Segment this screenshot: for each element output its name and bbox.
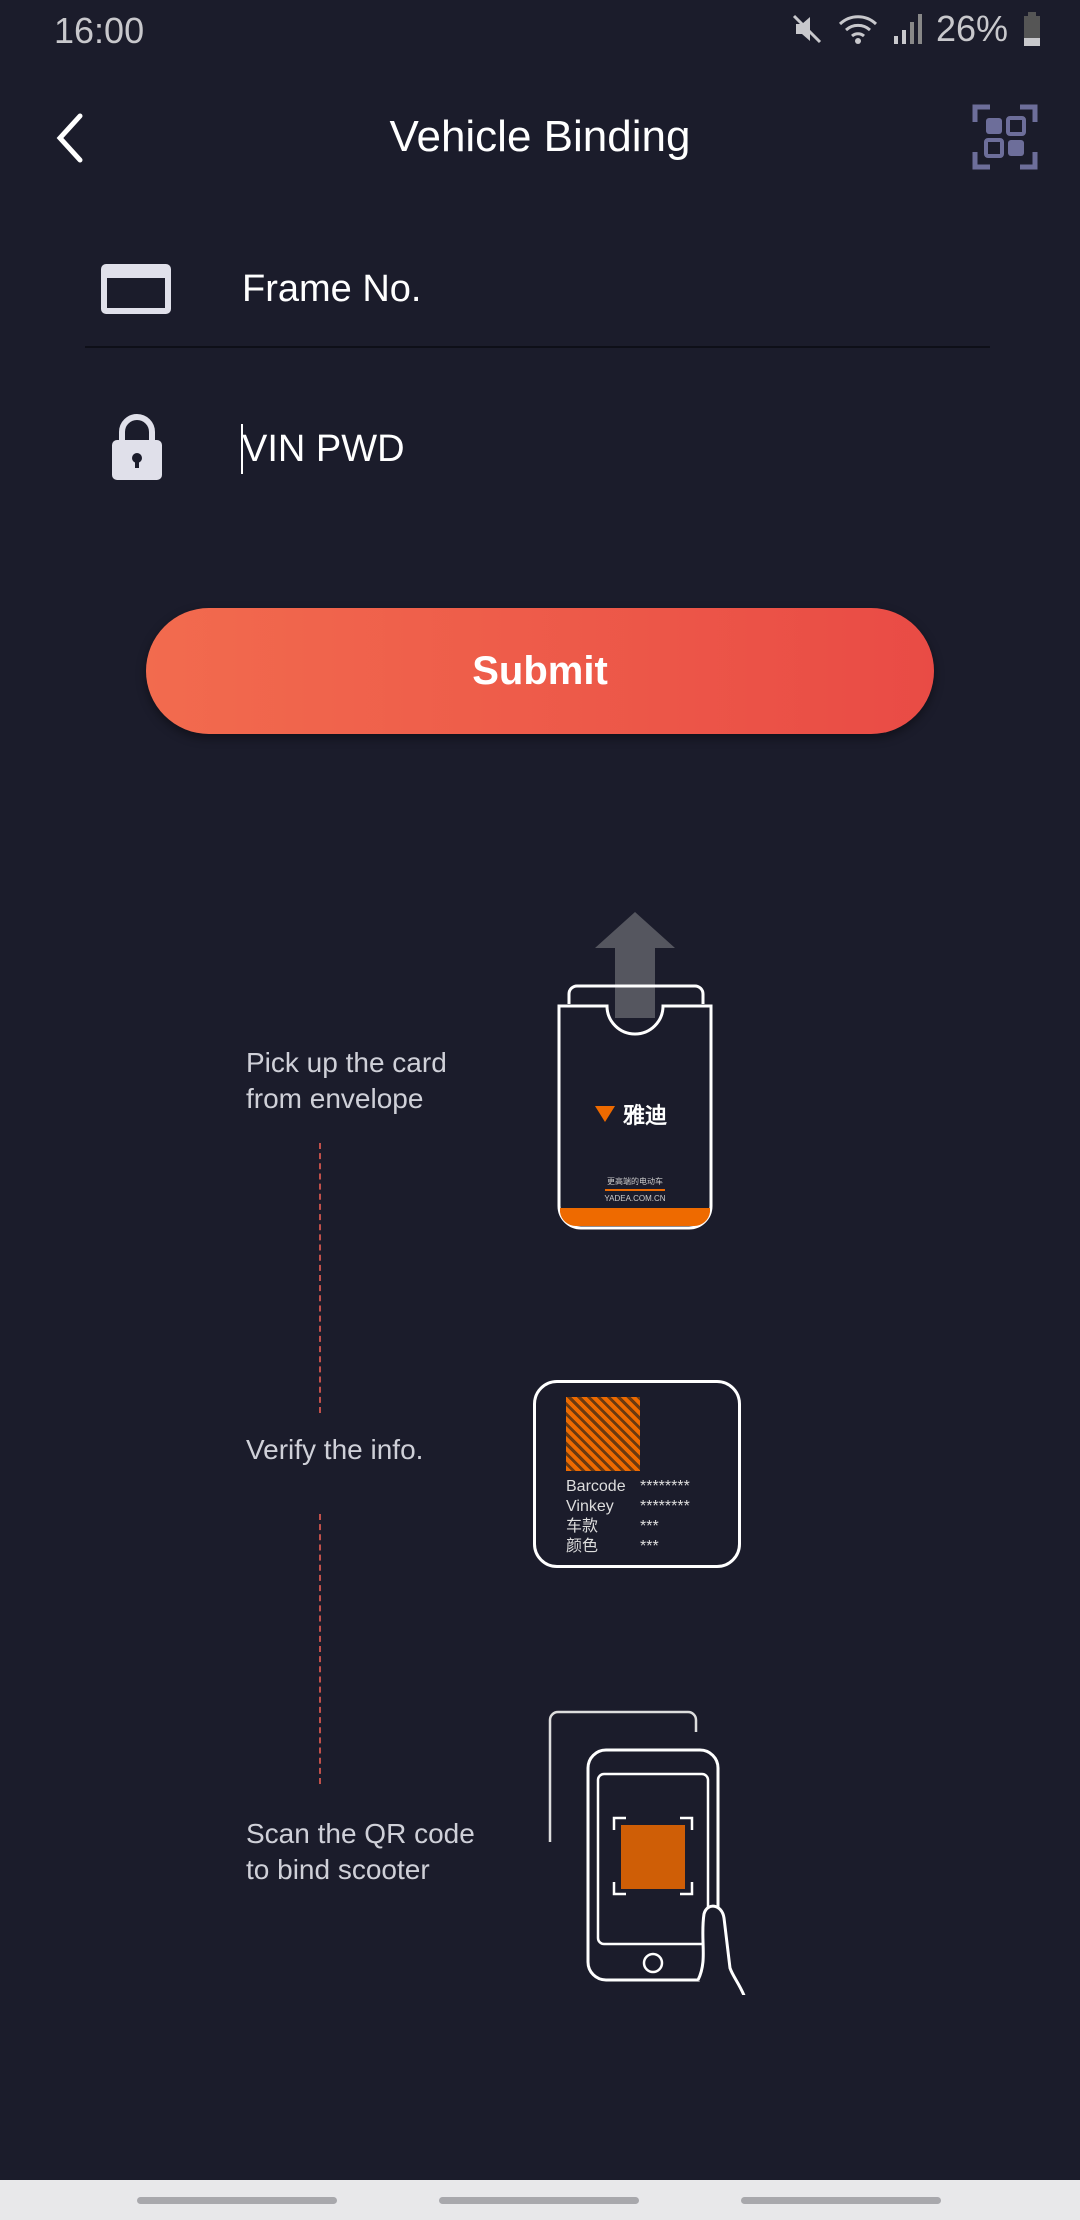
step-text-line: from envelope	[246, 1083, 424, 1114]
dashed-connector	[319, 1514, 321, 1784]
nav-home-button[interactable]	[439, 2197, 639, 2204]
card-icon	[101, 264, 171, 314]
lock-icon	[112, 414, 162, 480]
step-3-text: Scan the QR code to bind scooter	[246, 1816, 475, 1888]
field-key: Vinkey	[566, 1498, 614, 1515]
text-cursor	[241, 424, 243, 474]
field-value: ***	[640, 1538, 659, 1555]
wifi-icon	[838, 15, 878, 44]
qr-code-image	[566, 1397, 640, 1471]
slogan: 更高端的电动车	[607, 1177, 663, 1186]
battery-percent: 26%	[936, 8, 1009, 49]
page-title: Vehicle Binding	[389, 112, 691, 161]
submit-button[interactable]: Submit	[146, 608, 934, 734]
vin-password-input[interactable]: VIN PWD	[242, 428, 405, 470]
status-time: 16:00	[54, 10, 145, 51]
field-key: 车款	[566, 1518, 599, 1535]
divider	[85, 346, 990, 348]
step-2-text: Verify the info.	[246, 1434, 424, 1465]
step-text-line: to bind scooter	[246, 1854, 430, 1885]
back-button[interactable]	[52, 112, 88, 164]
scan-qr-button[interactable]	[972, 104, 1038, 170]
envelope-illustration: 雅迪 更高端的电动车 YADEA.COM.CN	[555, 908, 720, 1238]
info-card-illustration: Barcode ******** Vinkey ******** 车款 *** 颜色 *…	[533, 1380, 741, 1568]
phone-scan-illustration	[548, 1710, 746, 1995]
field-value: ***	[640, 1518, 659, 1535]
nav-back-button[interactable]	[741, 2197, 941, 2204]
card-fields: Barcode ******** Vinkey ******** 车款 *** 颜色 *…	[566, 1477, 690, 1557]
step-text-line: Pick up the card	[246, 1047, 447, 1078]
nav-recent-button[interactable]	[137, 2197, 337, 2204]
field-value: ********	[640, 1478, 690, 1495]
website: YADEA.COM.CN	[604, 1194, 666, 1203]
brand-logo-text: 雅迪	[623, 1103, 668, 1128]
battery-icon	[1024, 12, 1041, 46]
step-1-text: Pick up the card from envelope	[246, 1045, 447, 1117]
dashed-connector	[319, 1143, 321, 1413]
field-key: Barcode	[566, 1478, 626, 1495]
signal-icon	[894, 14, 922, 44]
mute-icon	[792, 14, 822, 44]
status-icons: 26%	[790, 8, 1042, 50]
field-key: 颜色	[566, 1538, 599, 1555]
step-text-line: Scan the QR code	[246, 1818, 475, 1849]
frame-number-input[interactable]: Frame No.	[242, 268, 422, 310]
field-value: ********	[640, 1498, 690, 1515]
